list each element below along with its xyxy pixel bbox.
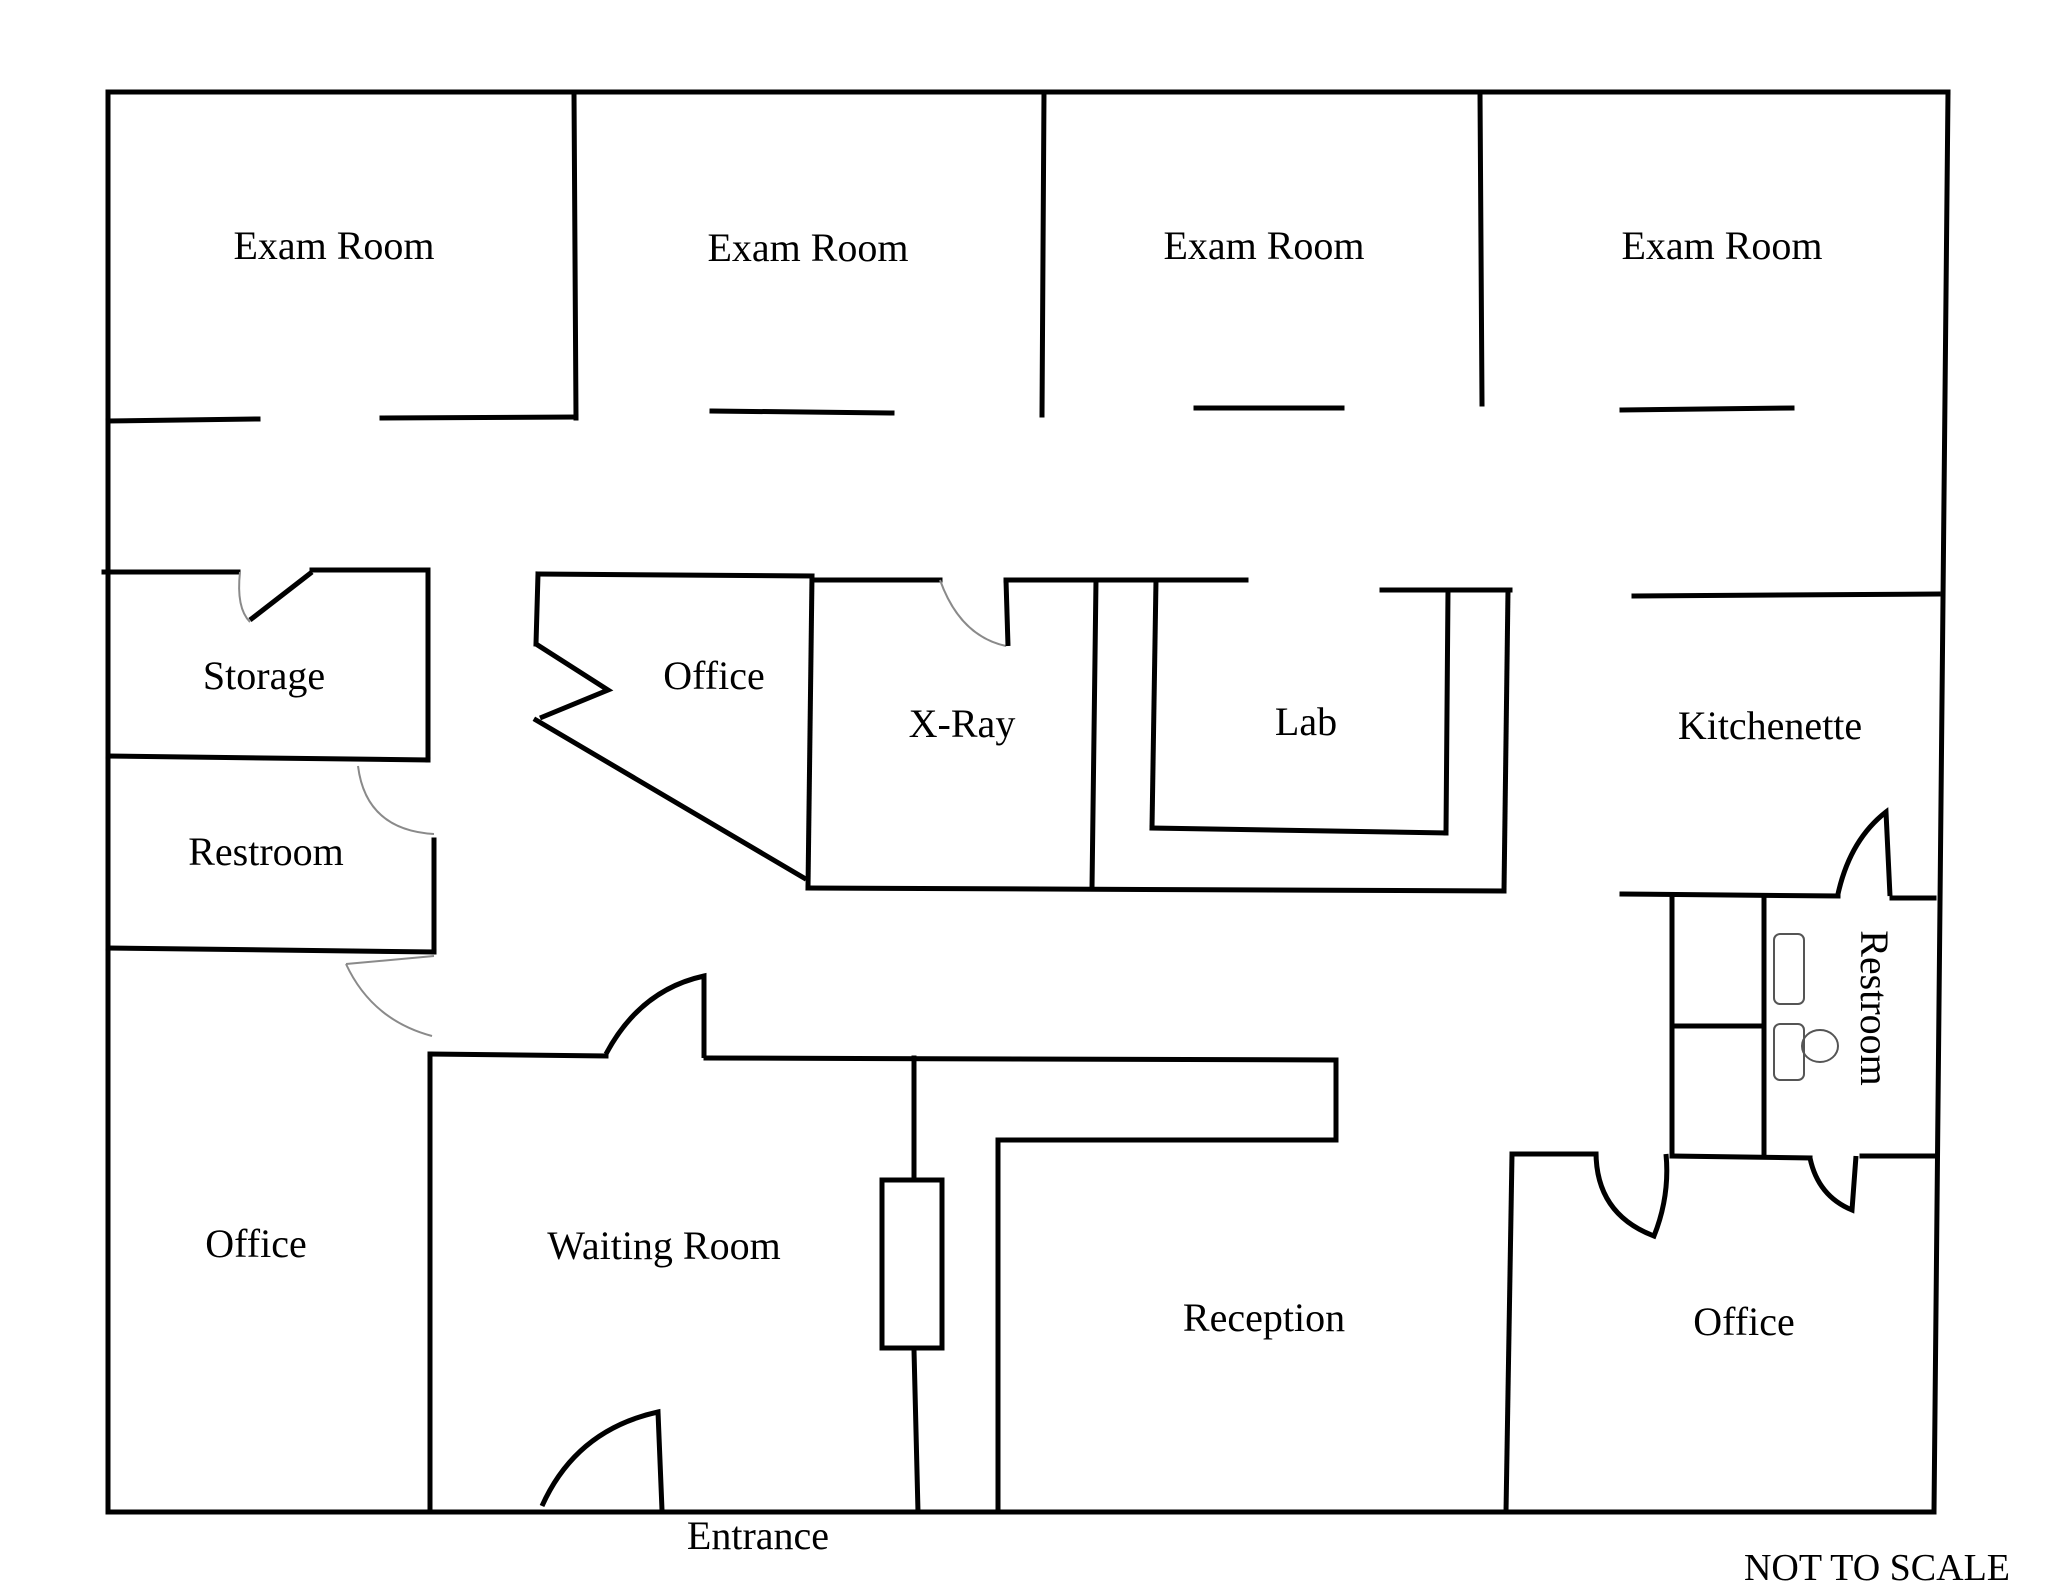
label-kitchenette: Kitchenette: [1678, 703, 1862, 748]
right-office-walls: [1503, 1151, 1599, 1515]
center-office-walls: [532, 571, 815, 891]
outer-walls: [105, 89, 1951, 1515]
toilet-icon: [1773, 1023, 1805, 1081]
label-exam-room-3: Exam Room: [1163, 223, 1364, 268]
label-exam-room-1: Exam Room: [233, 223, 434, 268]
room-labels: Exam Room Exam Room Exam Room Exam Room …: [188, 223, 1897, 1344]
label-exam-room-2: Exam Room: [707, 225, 908, 270]
xray-walls: [805, 577, 1507, 894]
label-restroom-left: Restroom: [188, 829, 344, 874]
doors: [238, 570, 1893, 1511]
scale-note: NOT TO SCALE: [1744, 1547, 2010, 1583]
counter: [879, 1177, 945, 1351]
label-waiting-room: Waiting Room: [547, 1223, 780, 1268]
label-office-center: Office: [663, 653, 764, 698]
label-reception: Reception: [1183, 1295, 1345, 1340]
sink-icon: [1773, 933, 1805, 1005]
toilet-bowl-icon: [1801, 1029, 1839, 1063]
entrance-label: Entrance: [687, 1513, 829, 1558]
waiting-room-walls: [427, 1051, 1339, 1515]
label-exam-room-4: Exam Room: [1621, 223, 1822, 268]
restroom-fixtures: [1773, 933, 1839, 1081]
label-lab: Lab: [1275, 699, 1337, 744]
lab-walls: [1149, 577, 1513, 894]
label-xray: X-Ray: [909, 701, 1016, 746]
label-restroom-right: Restroom: [1852, 930, 1897, 1086]
kitchenette-walls: [1619, 591, 1941, 1161]
label-office-right: Office: [1693, 1299, 1794, 1344]
label-office-left: Office: [205, 1221, 306, 1266]
exam-room-walls: [105, 89, 1795, 424]
reception-walls: [879, 1057, 1339, 1515]
label-storage: Storage: [203, 653, 325, 698]
storage-walls: [101, 567, 437, 955]
